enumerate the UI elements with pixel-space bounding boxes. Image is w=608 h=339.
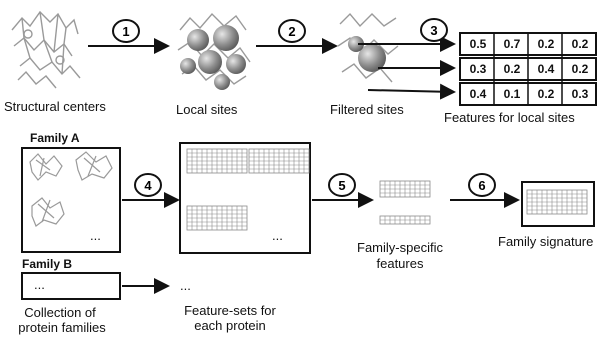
- feature-cell: 0.2: [571, 37, 589, 51]
- protein-structure-image-1: [11, 10, 81, 89]
- family-b-box: [21, 272, 121, 300]
- feature-cell: 0.5: [469, 37, 487, 51]
- feature-sets-box: [179, 142, 311, 254]
- step-badge-1: 1: [112, 19, 140, 43]
- features-for-local-sites-label: Features for local sites: [444, 110, 575, 125]
- collection-label-line1: Collection of: [24, 305, 96, 320]
- structural-centers-label: Structural centers: [4, 99, 106, 114]
- feature-grid-protein-3: [186, 205, 248, 231]
- feature-grid-protein-1: [186, 148, 248, 174]
- feature-cell: 0.4: [537, 62, 555, 76]
- protein-structure-image-3: [337, 12, 399, 83]
- feature-cell: 0.2: [537, 37, 555, 51]
- family-signature-outer-box: [521, 181, 595, 227]
- feature-cell: 0.3: [571, 87, 589, 101]
- feature-cell: 0.2: [503, 62, 521, 76]
- filtered-sites-label: Filtered sites: [330, 102, 404, 117]
- feature-cell: 0.1: [503, 87, 521, 101]
- featuresets-label-line1: Feature-sets for: [184, 303, 276, 318]
- svg-text:3: 3: [430, 23, 437, 38]
- svg-text:1: 1: [122, 24, 129, 39]
- svg-text:6: 6: [478, 178, 485, 193]
- feature-cell: 0.3: [469, 62, 487, 76]
- feature-cell: 0.2: [537, 87, 555, 101]
- family-specific-grid-1: [379, 180, 431, 198]
- collection-label-line2: protein families: [18, 320, 106, 335]
- family-a-ellipsis: ...: [90, 228, 101, 243]
- family-a-proteins: [29, 151, 113, 227]
- arrow-3c: [367, 83, 456, 100]
- family-a-label: Family A: [30, 131, 80, 145]
- featuresets-ellipsis-2: ...: [180, 278, 191, 293]
- family-specific-grid-2: [379, 215, 431, 225]
- svg-text:5: 5: [338, 178, 345, 193]
- feature-sets-ellipsis: ...: [272, 228, 283, 243]
- featuresets-label-line2: each protein: [194, 318, 266, 333]
- family-b-label: Family B: [22, 257, 73, 271]
- protein-structure-image-2: [177, 12, 251, 90]
- svg-text:4: 4: [144, 178, 152, 193]
- step-badge-6: 6: [468, 173, 496, 197]
- family-a-box: [21, 147, 121, 253]
- feature-cell: 0.7: [503, 37, 521, 51]
- feature-grids: [186, 148, 588, 231]
- step-badge-2: 2: [278, 19, 306, 43]
- feature-cell: 0.4: [469, 87, 487, 101]
- family-specific-label-line2: features: [376, 256, 424, 271]
- feature-cell: 0.2: [571, 62, 589, 76]
- step-badge-5: 5: [328, 173, 356, 197]
- svg-text:2: 2: [288, 24, 295, 39]
- local-sites-label: Local sites: [176, 102, 238, 117]
- family-signature-label: Family signature: [498, 234, 594, 249]
- family-signature-grid: [526, 189, 588, 215]
- family-b-ellipsis: ...: [34, 277, 45, 292]
- step-badge-4: 4: [134, 173, 162, 197]
- step-badge-3: 3: [420, 18, 448, 42]
- family-specific-label-line1: Family-specific: [357, 240, 443, 255]
- feature-grid-protein-2: [248, 148, 310, 174]
